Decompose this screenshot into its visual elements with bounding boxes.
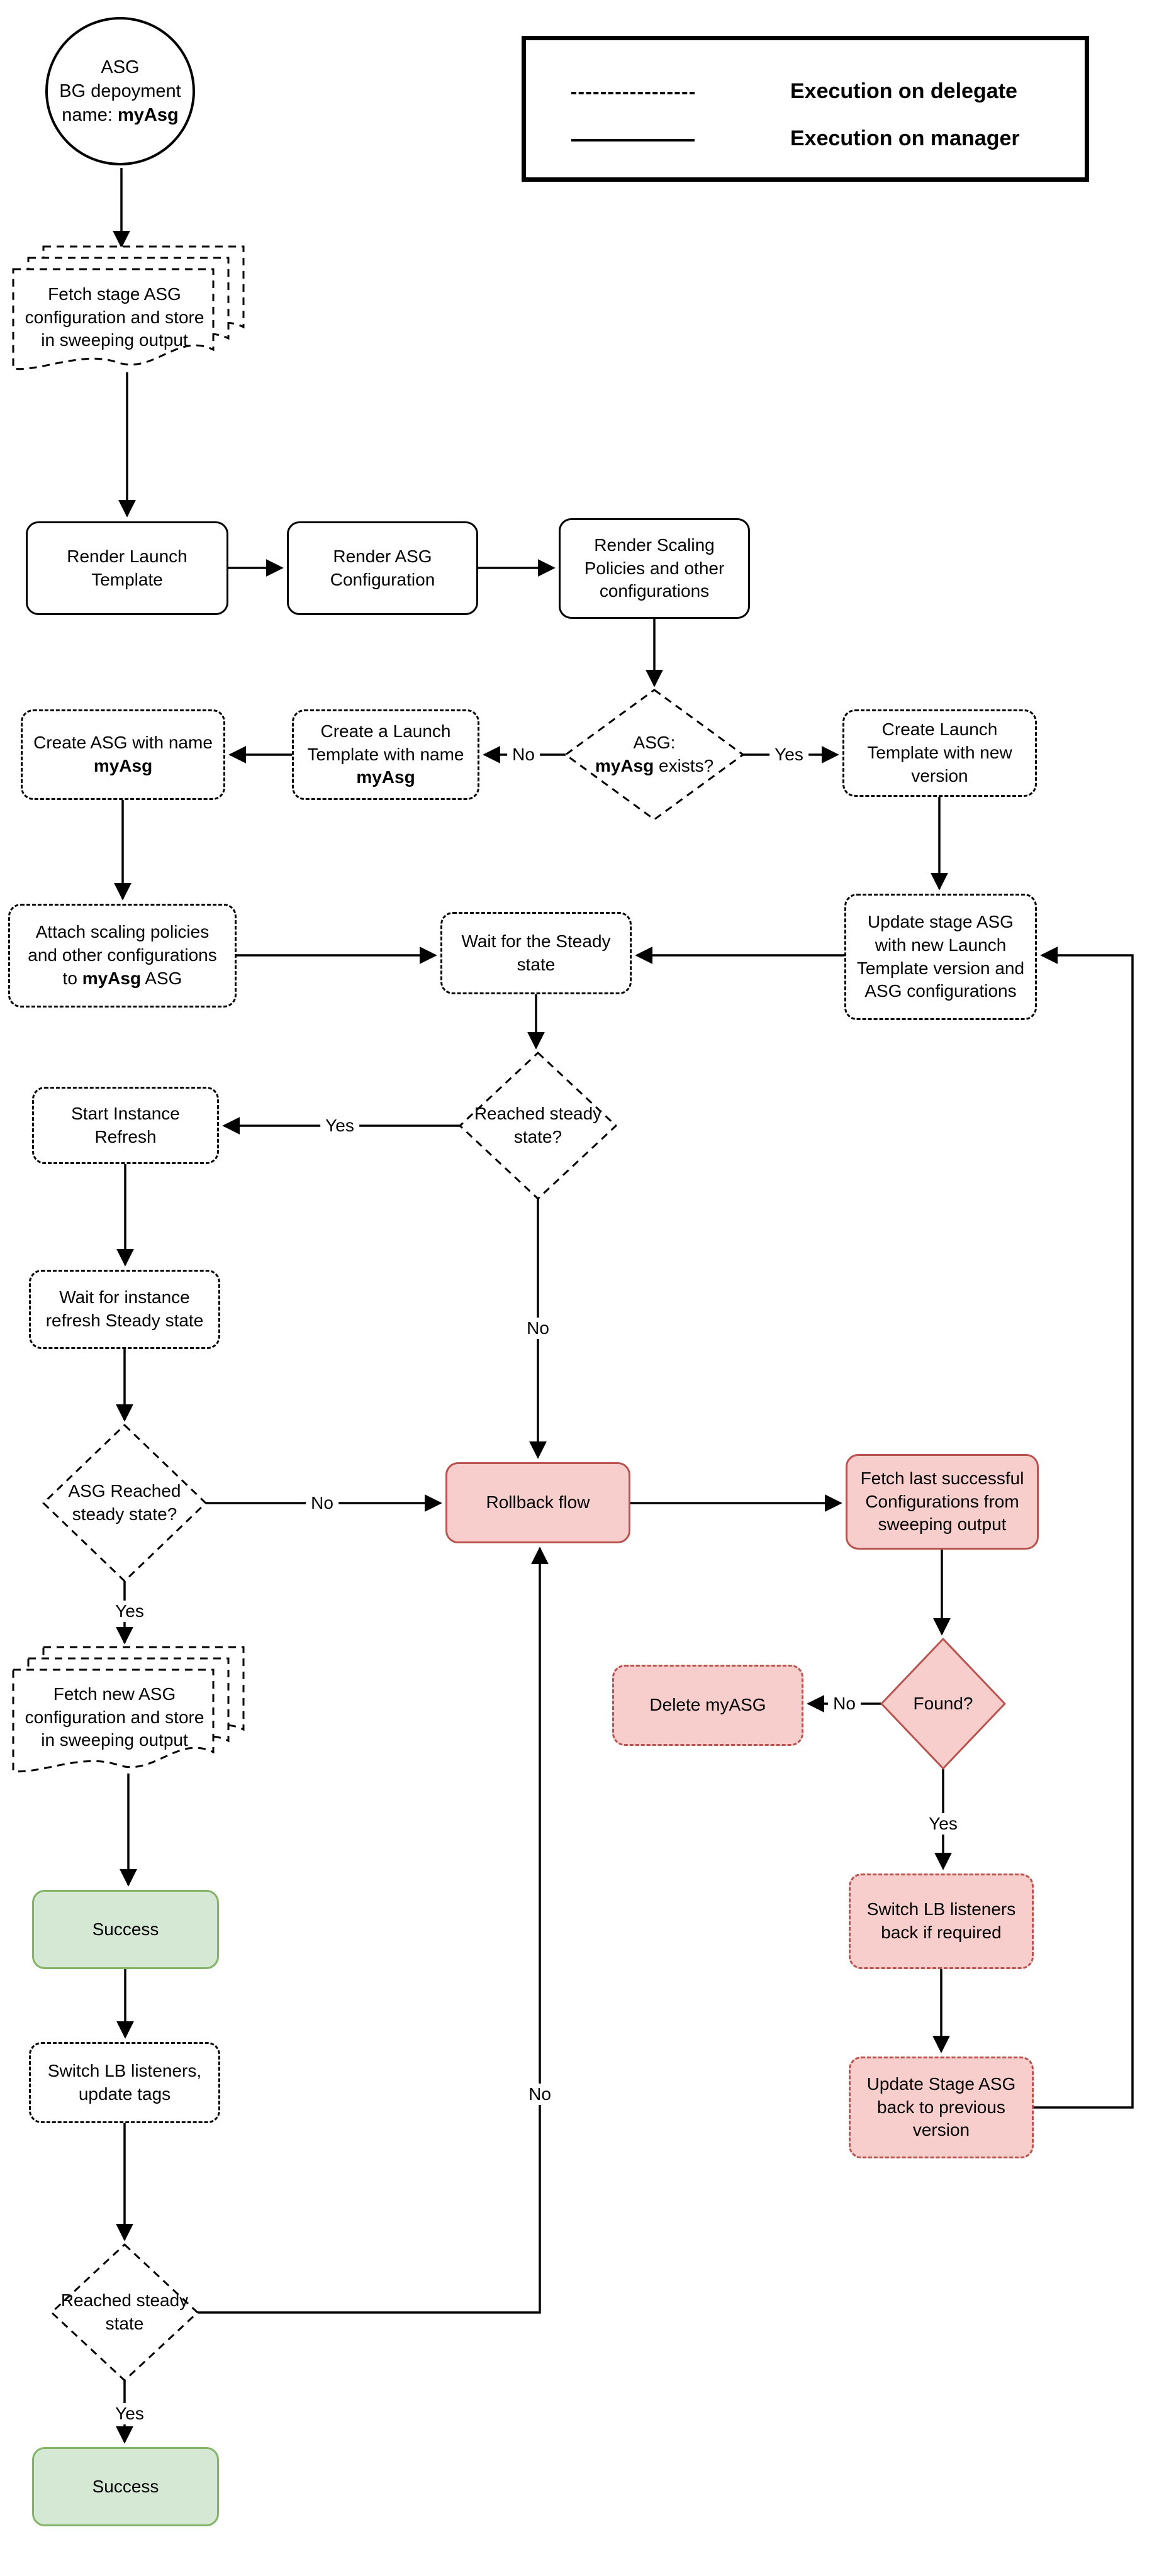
edge-reached-final-no-to-rollback bbox=[198, 1546, 549, 2314]
reached-steady-decision-diamond bbox=[459, 1052, 617, 1200]
edge-label-loop-no: No bbox=[523, 2084, 556, 2105]
start-instance-refresh-node: Start Instance Refresh bbox=[32, 1087, 219, 1164]
solid-line-sample bbox=[571, 139, 695, 142]
edge-label-exists-no: No bbox=[507, 744, 540, 765]
success-final-node: Success bbox=[32, 2447, 219, 2526]
wait-instance-refresh-node: Wait for instance refresh Steady state bbox=[29, 1270, 220, 1349]
update-stage-asg-back-node: Update Stage ASG back to previous versio… bbox=[849, 2057, 1034, 2158]
create-launch-template-new-version-node: Create Launch Template with new version bbox=[842, 709, 1037, 797]
fetch-new-node-label: Fetch new ASG configuration and store in… bbox=[25, 1684, 204, 1750]
wait-steady-state-node: Wait for the Steady state bbox=[440, 912, 632, 994]
fetch-new-document-shape bbox=[12, 1646, 245, 1773]
edge-label-exists-yes: Yes bbox=[769, 744, 808, 765]
switch-lb-listeners-update-tags-node: Switch LB listeners, update tags bbox=[29, 2042, 220, 2123]
delete-myasg-node: Delete myASG bbox=[612, 1665, 803, 1746]
edge-label-steady-yes: Yes bbox=[320, 1115, 359, 1136]
switch-lb-listeners-back-node: Switch LB listeners back if required bbox=[849, 1874, 1034, 1969]
rollback-flow-node: Rollback flow bbox=[445, 1462, 630, 1543]
reached-steady-decision-label: Reached steady state? bbox=[474, 1104, 602, 1146]
edge-update-back-loop-to-update-stage bbox=[1034, 947, 1134, 2109]
found-decision-label: Found? bbox=[913, 1693, 973, 1713]
legend-manager-label: Execution on manager bbox=[790, 126, 1020, 150]
render-launch-template-node: Render Launch Template bbox=[26, 521, 228, 615]
dashed-line-sample bbox=[571, 92, 695, 94]
attach-scaling-policies-node: Attach scaling policies and other config… bbox=[8, 904, 237, 1008]
edge-label-asg-yes: Yes bbox=[110, 1601, 149, 1622]
start-node: ASG BG depoyment name: myAsg bbox=[45, 17, 195, 165]
edge-label-found-no: No bbox=[828, 1693, 861, 1714]
edge-label-final-yes: Yes bbox=[110, 2403, 149, 2424]
legend-delegate-label: Execution on delegate bbox=[790, 79, 1017, 103]
success-node: Success bbox=[32, 1890, 219, 1969]
asg-exists-decision-diamond bbox=[564, 689, 744, 821]
create-launch-template-named-node: Create a Launch Template with name myAsg bbox=[292, 709, 479, 800]
render-scaling-policies-node: Render Scaling Policies and other config… bbox=[559, 518, 750, 619]
create-asg-node: Create ASG with name myAsg bbox=[21, 709, 225, 800]
start-node-label: ASG BG depoyment name: myAsg bbox=[59, 57, 181, 126]
document-front-page bbox=[12, 1668, 215, 1773]
fetch-stage-document-shape bbox=[12, 245, 245, 370]
render-asg-configuration-node: Render ASG Configuration bbox=[287, 521, 478, 615]
reached-steady-final-decision-label: Reached steady state bbox=[60, 2290, 189, 2333]
fetch-last-successful-configurations-node: Fetch last successful Configurations fro… bbox=[846, 1454, 1039, 1550]
reached-steady-final-decision-diamond bbox=[50, 2243, 199, 2382]
edge-label-steady-no: No bbox=[522, 1318, 554, 1339]
edge-label-found-yes: Yes bbox=[924, 1813, 963, 1835]
legend: Execution on delegate Execution on manag… bbox=[522, 36, 1089, 182]
asg-exists-decision-label: ASG: myAsg exists? bbox=[595, 733, 714, 775]
asg-reached-steady-decision-diamond bbox=[42, 1424, 207, 1582]
found-decision-diamond bbox=[880, 1638, 1006, 1770]
document-front-page bbox=[12, 268, 215, 370]
update-stage-asg-node: Update stage ASG with new Launch Templat… bbox=[844, 894, 1037, 1020]
edge-label-asg-no: No bbox=[306, 1492, 338, 1514]
fetch-stage-node-label: Fetch stage ASG configuration and store … bbox=[25, 284, 204, 350]
asg-reached-steady-decision-label: ASG Reached steady state? bbox=[68, 1481, 181, 1524]
